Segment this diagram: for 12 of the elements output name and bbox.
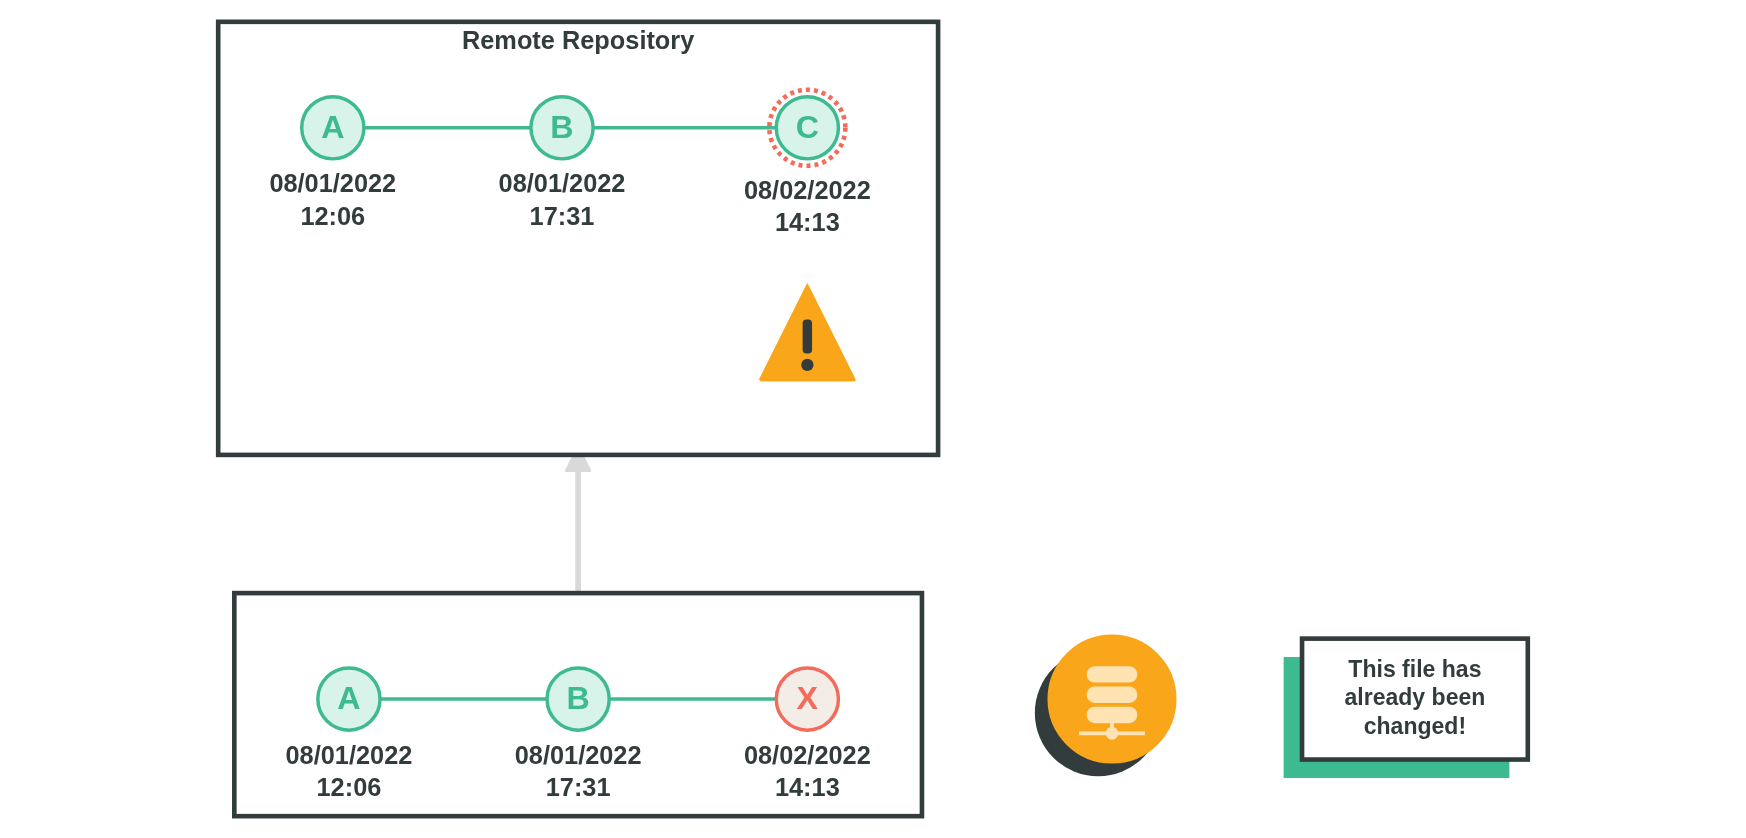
timestamp-caption: 08/01/2022 12:06	[269, 169, 397, 231]
node-circle: B	[529, 94, 595, 161]
node-circle: B	[545, 666, 611, 732]
timestamp-caption: 08/02/2022 14:13	[743, 740, 871, 802]
timestamp-caption: 08/01/2022 17:31	[498, 169, 626, 231]
timestamp-caption: 08/01/2022 12:06	[285, 740, 413, 802]
node-circle: C	[767, 87, 848, 169]
timestamp-caption: 08/02/2022 14:13	[743, 176, 871, 238]
node-circle: X	[774, 666, 841, 732]
node-circle: A	[299, 94, 366, 161]
timestamp-caption: 08/01/2022 17:31	[514, 740, 642, 802]
node-circle: A	[316, 666, 382, 732]
